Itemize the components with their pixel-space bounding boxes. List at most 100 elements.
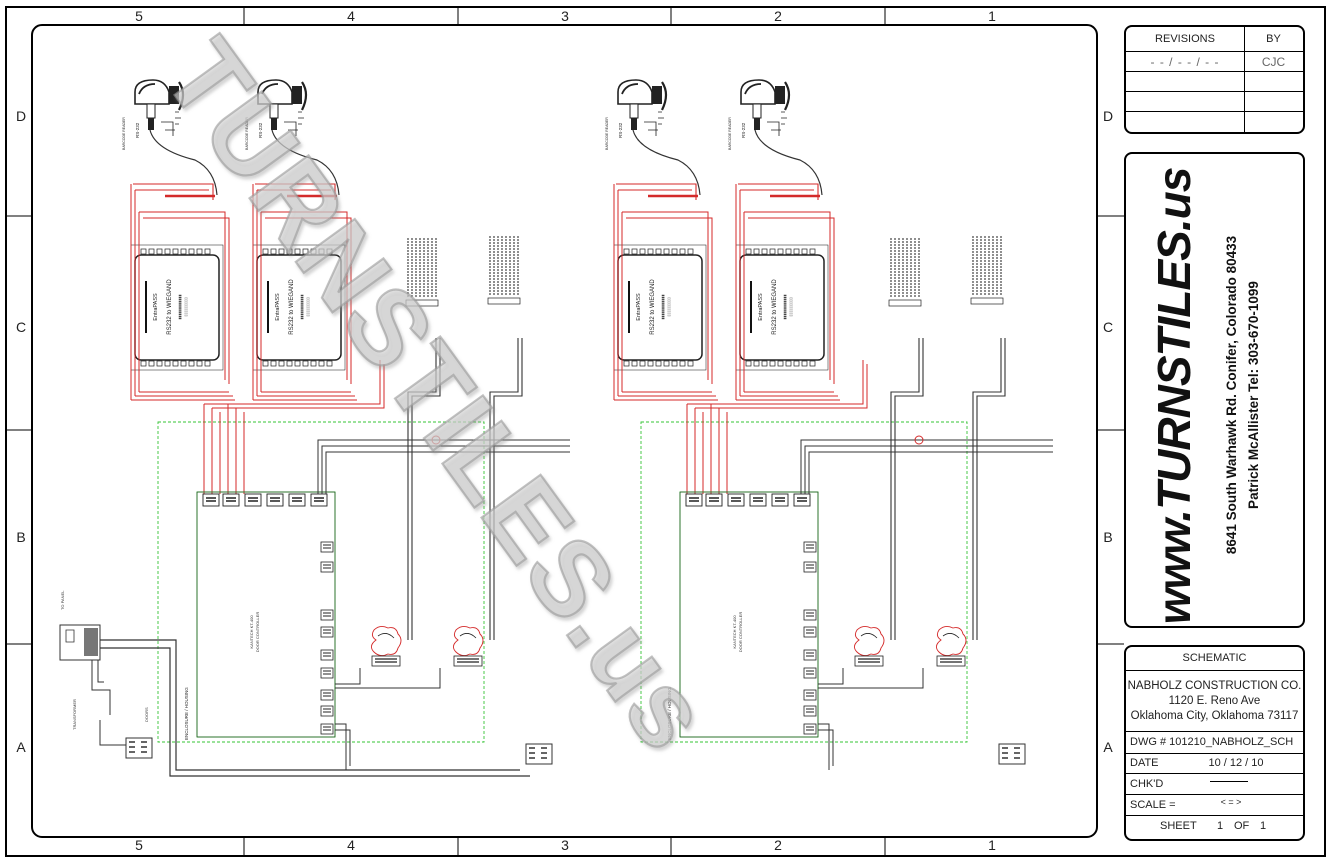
terminal-top	[148, 248, 155, 255]
controller-terminal	[803, 723, 817, 735]
red-harness	[738, 183, 819, 200]
terminal-bottom	[204, 360, 211, 367]
col-label-top-4: 4	[347, 8, 355, 24]
terminal-bottom	[671, 360, 678, 367]
company-logo: www.TURNSTILES.us	[1148, 167, 1200, 625]
card-reader-plug	[631, 118, 637, 130]
terminal-top	[663, 248, 670, 255]
controller-terminal	[803, 561, 817, 573]
card-reader-head	[134, 79, 170, 105]
bus-loop	[914, 435, 924, 445]
client-name: NABHOLZ CONSTRUCTION CO.	[1127, 680, 1302, 692]
controller-port-top	[310, 493, 328, 507]
controller-port-top	[222, 493, 240, 507]
column-ticks	[243, 7, 886, 856]
red-vertical	[130, 184, 140, 400]
terminal-strip	[405, 299, 439, 307]
controller-port-top	[288, 493, 306, 507]
controller-outline	[196, 491, 336, 738]
terminal-bottom	[318, 360, 325, 367]
col-label-top-3: 3	[561, 8, 569, 24]
col-label-top-2: 2	[774, 8, 782, 24]
terminal-top	[278, 248, 285, 255]
card-reader-plug	[271, 118, 277, 130]
controller-port-top	[705, 493, 723, 507]
red-harness	[255, 183, 336, 200]
svg-text:BARCODE READER: BARCODE READER	[245, 117, 249, 150]
converter-stripe	[628, 281, 630, 333]
terminal-bottom	[753, 360, 760, 367]
terminal-bottom	[777, 360, 784, 367]
terminal-top	[793, 248, 800, 255]
enclosure-label: ENCLOSURE / HOUSING	[667, 687, 672, 740]
card-reader-body	[775, 86, 785, 104]
terminal-bottom	[623, 360, 630, 367]
terminal-top	[753, 248, 760, 255]
terminal-top	[769, 248, 776, 255]
date-value: 10 / 12 / 10	[1208, 757, 1264, 769]
checked-label: CHK'D	[1130, 778, 1164, 790]
card-reader-mount	[661, 81, 668, 111]
controller-port-top	[771, 493, 789, 507]
wiring-notes-2	[888, 238, 922, 307]
enclosure-housing	[640, 421, 968, 743]
company-contact: Patrick McAllister Tel: 303-670-1099	[1246, 281, 1261, 509]
controller-terminal	[320, 561, 334, 573]
controller-terminal	[803, 667, 817, 679]
relay-3	[936, 625, 967, 667]
drawing-frame	[31, 24, 1098, 838]
terminal-bottom	[679, 360, 686, 367]
terminal-top	[164, 248, 171, 255]
revisions-by-header: BY	[1266, 33, 1281, 45]
svg-text:DOORS: DOORS	[144, 707, 149, 722]
converter-stripe	[267, 281, 269, 333]
terminal-bottom	[326, 360, 333, 367]
svg-text:TURNSTILES.us: TURNSTILES.us	[141, 19, 733, 772]
terminal-top	[801, 248, 808, 255]
controller-terminal	[320, 649, 334, 661]
reader-cable	[149, 129, 218, 196]
controller-port-top	[749, 493, 767, 507]
terminal-bottom	[801, 360, 808, 367]
converter-box	[134, 254, 220, 361]
terminal-top	[639, 248, 646, 255]
scale-value: < = >	[1220, 797, 1242, 807]
scale-label: SCALE =	[1130, 799, 1176, 811]
terminal-bottom	[156, 360, 163, 367]
terminal-bottom	[655, 360, 662, 367]
terminal-bottom	[761, 360, 768, 367]
relay-wire	[335, 668, 441, 689]
converter-stripe	[750, 281, 752, 333]
controller-terminal	[320, 689, 334, 701]
col-label-bottom-4: 4	[347, 837, 355, 853]
svg-text:TO PANEL: TO PANEL	[60, 590, 65, 610]
col-label-top-1: 1	[988, 8, 996, 24]
title-heading: SCHEMATIC	[1182, 652, 1247, 664]
terminal-top	[196, 248, 203, 255]
relay-coil	[936, 625, 967, 657]
svg-text:DOOR CONTROLLER: DOOR CONTROLLER	[255, 612, 260, 653]
terminal-bottom	[631, 360, 638, 367]
red-harness	[616, 183, 697, 200]
terminal-top	[270, 248, 277, 255]
terminal-top	[262, 248, 269, 255]
terminal-top	[204, 248, 211, 255]
svg-text:TRANSFORMER: TRANSFORMER	[72, 699, 77, 730]
terminal-bottom	[639, 360, 646, 367]
sheet-of: OF	[1234, 820, 1250, 832]
row-label-left-d: D	[16, 108, 26, 124]
terminal-strip	[888, 299, 922, 307]
revision-row-1-date: - - / - - / - -	[1150, 55, 1220, 69]
terminal-bottom	[302, 360, 309, 367]
rs232-label: RS-232	[741, 122, 746, 138]
row-label-left-a: A	[16, 739, 26, 755]
outer-border	[5, 6, 1326, 857]
controller-terminal	[803, 705, 817, 717]
converter-model: RS232 to WIEGAND	[650, 279, 656, 335]
col-label-bottom-1: 1	[988, 837, 996, 853]
red-harness	[133, 183, 214, 200]
svg-text:▯▯▯▯▯▯▯▯▯▯: ▯▯▯▯▯▯▯▯▯▯	[667, 297, 671, 316]
